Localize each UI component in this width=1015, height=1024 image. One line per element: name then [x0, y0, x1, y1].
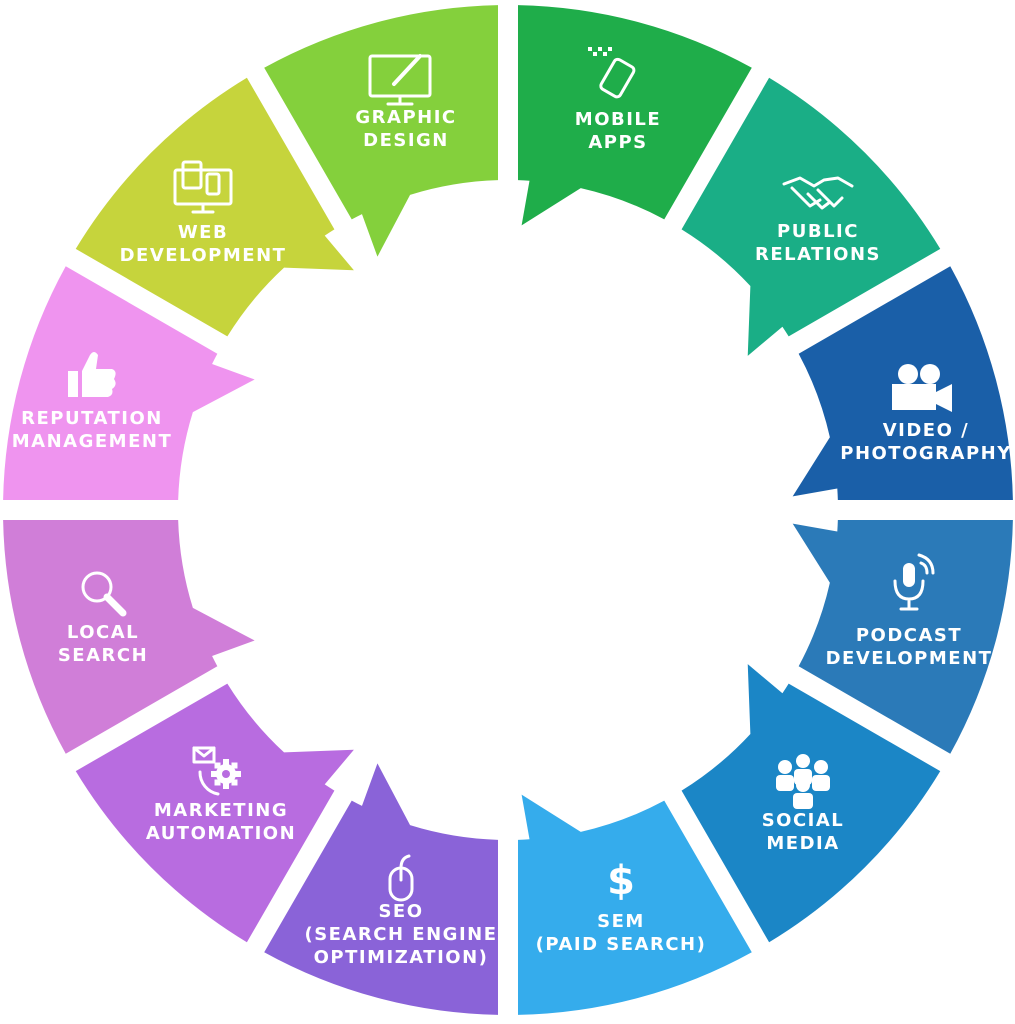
dollar-icon: $: [607, 858, 635, 904]
segment-label-line: WEB: [178, 222, 228, 243]
segment-label-line: DEVELOPMENT: [826, 648, 993, 669]
segment-label-line: SEARCH: [58, 645, 148, 666]
segment-label-sem: SEM(PAID SEARCH): [536, 911, 707, 955]
segment-label-line: APPS: [588, 132, 647, 153]
video-camera-icon: [892, 364, 952, 412]
segment-label-video-photography: VIDEO /PHOTOGRAPHY: [840, 420, 1012, 464]
magnifier-icon: [81, 571, 127, 617]
segment-label-line: RELATIONS: [755, 244, 881, 265]
segment-label-line: SEO: [378, 901, 423, 922]
segment-shape-podcast-development: [792, 519, 1013, 754]
segment-shape-video-photography: [792, 266, 1013, 501]
segment-label-line: SEM: [597, 911, 645, 932]
segment-shape-public-relations: [681, 77, 941, 356]
segment-shape-web-development: [75, 77, 354, 337]
segment-graphic-design: [264, 5, 499, 257]
segment-podcast-development: [792, 519, 1013, 754]
segment-label-line: DESIGN: [363, 130, 449, 151]
segment-reputation-management: [3, 266, 255, 501]
segment-shape-seo: [264, 763, 499, 1015]
segment-label-line: DEVELOPMENT: [120, 245, 287, 266]
segment-label-line: GRAPHIC: [355, 107, 456, 128]
segment-label-line: PUBLIC: [777, 221, 859, 242]
segment-shape-mobile-apps: [517, 5, 752, 226]
mail-gear-icon: [192, 746, 241, 796]
segment-web-development: [75, 77, 354, 337]
segment-marketing-automation: [75, 683, 354, 943]
segment-label-line: MOBILE: [575, 109, 661, 130]
segment-public-relations: [681, 77, 941, 356]
segment-label-line: AUTOMATION: [146, 823, 296, 844]
segment-label-line: PHOTOGRAPHY: [840, 443, 1012, 464]
segment-label-line: MANAGEMENT: [12, 431, 172, 452]
icons-layer: $: [68, 47, 952, 904]
segment-label-line: OPTIMIZATION): [314, 947, 489, 968]
mouse-icon: [388, 854, 414, 902]
segment-label-line: (PAID SEARCH): [536, 934, 707, 955]
segment-label-line: SOCIAL: [762, 810, 845, 831]
segment-label-line: VIDEO /: [883, 420, 970, 441]
microphone-icon: [893, 553, 935, 611]
segment-mobile-apps: [517, 5, 752, 226]
mobile-phone-icon: [588, 47, 636, 99]
segment-label-line: MEDIA: [766, 833, 839, 854]
segment-label-line: LOCAL: [67, 622, 139, 643]
monitor-brush-icon: [368, 54, 432, 106]
segment-shape-reputation-management: [3, 266, 255, 501]
segment-local-search: [3, 519, 255, 754]
thumbs-up-icon: [68, 352, 116, 397]
handshake-icon: [782, 176, 854, 210]
dollar-glyph: $: [607, 858, 635, 904]
segment-label-line: MARKETING: [154, 800, 288, 821]
segment-seo: [264, 763, 499, 1015]
segment-video-photography: [792, 266, 1013, 501]
segment-label-line: (SEARCH ENGINE: [304, 924, 497, 945]
segment-shape-sem: [517, 794, 752, 1015]
segment-label-line: PODCAST: [856, 625, 962, 646]
segment-sem: [517, 794, 752, 1015]
segment-shape-marketing-automation: [75, 683, 354, 943]
devices-icon: [173, 160, 233, 214]
people-group-icon: [776, 754, 830, 809]
segment-label-line: REPUTATION: [21, 408, 163, 429]
segment-shape-local-search: [3, 519, 255, 754]
segments-layer: [3, 5, 1013, 1015]
segment-shape-graphic-design: [264, 5, 499, 257]
